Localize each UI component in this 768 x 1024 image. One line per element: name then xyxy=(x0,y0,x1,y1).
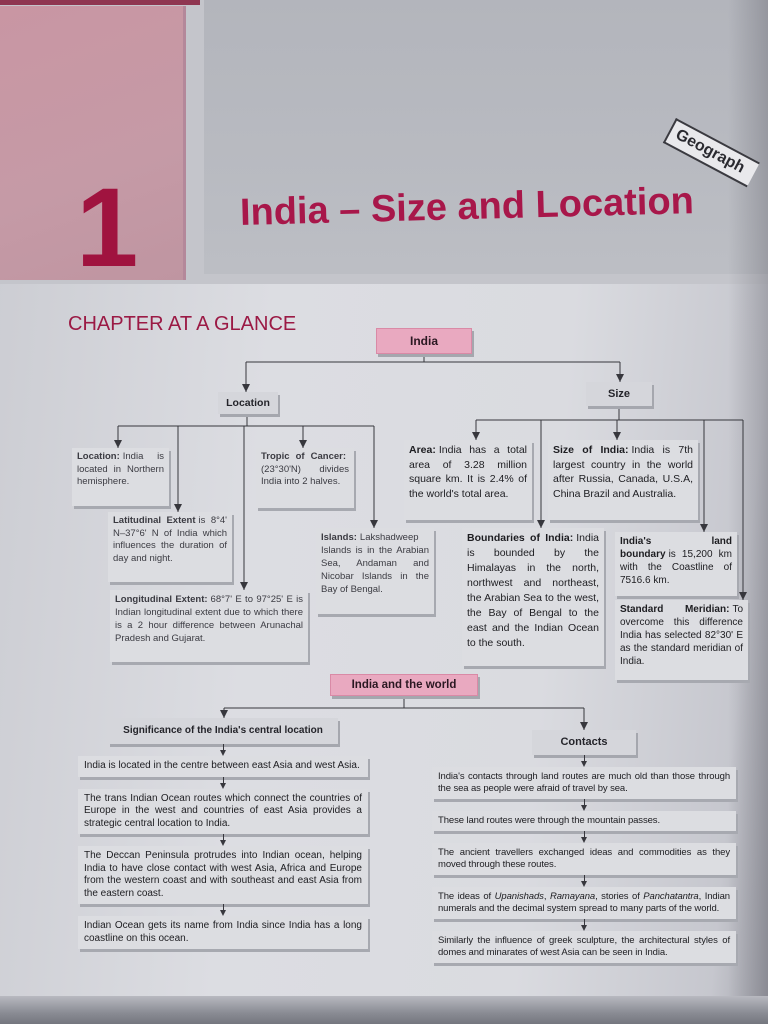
location-hemisphere-box: Location:India is located in Northern he… xyxy=(72,448,169,506)
contacts-node: Contacts xyxy=(532,730,636,755)
page-bottom-edge xyxy=(0,996,768,1024)
box-text: is 15,200 km with the Coastline of 7516.… xyxy=(620,549,732,586)
significance-column: Significance of the India's central loca… xyxy=(78,718,368,949)
contacts-text-part: , Indian numerals and the decimal system… xyxy=(438,891,730,914)
connector-arrow xyxy=(580,755,589,767)
box-text: To overcome this difference India has se… xyxy=(620,604,743,667)
connector-arrow xyxy=(219,834,228,846)
islands-box: Islands:Lakshadweep Islands is in the Ar… xyxy=(316,528,434,614)
box-text: India is 7th largest country in the worl… xyxy=(553,444,693,500)
connector-arrow xyxy=(580,875,589,887)
size-of-india-box: Size of India:India is 7th largest count… xyxy=(548,440,698,520)
significance-item: The Deccan Peninsula protrudes into Indi… xyxy=(78,846,368,904)
contacts-text-part: , stories of xyxy=(595,891,644,902)
area-box: Area:India has a total area of 3.28 mill… xyxy=(404,440,532,520)
box-text: Lakshadweep Islands is in the Arabian Se… xyxy=(321,532,429,595)
box-lead: India's land boundary xyxy=(620,536,732,560)
standard-meridian-box: Standard Meridian:To overcome this diffe… xyxy=(615,600,748,680)
contacts-italic-term: Ramayana xyxy=(549,891,596,902)
contacts-italic-term: Upanishads xyxy=(494,891,544,902)
connector-arrow xyxy=(580,799,589,811)
connector-line xyxy=(224,696,584,709)
significance-item: The trans Indian Ocean routes which conn… xyxy=(78,788,368,834)
significance-item: Indian Ocean gets its name from India si… xyxy=(78,916,368,949)
connector-line xyxy=(118,414,374,427)
connector-arrow xyxy=(219,744,228,756)
box-text: is 8°4' N–37°6' N of India which influen… xyxy=(113,515,227,564)
box-lead: Location: xyxy=(77,451,120,462)
contacts-item: The ideas of Upanishads, Ramayana, stori… xyxy=(432,887,736,919)
contacts-column: Contacts India's contacts through land r… xyxy=(432,730,736,963)
chapter-number-block xyxy=(0,6,186,280)
box-text: India is located in Northern hemisphere. xyxy=(77,451,164,487)
root-node-india: India xyxy=(376,328,472,354)
contacts-item: Similarly the influence of greek sculptu… xyxy=(432,931,736,963)
contacts-item: These land routes were through the mount… xyxy=(432,811,736,831)
india-and-the-world-node: India and the world xyxy=(330,674,478,696)
connector-line xyxy=(246,354,620,363)
location-node: Location xyxy=(218,392,278,414)
contacts-text-part: , xyxy=(543,891,550,902)
box-text: 68°7' E to 97°25' E is Indian longitudin… xyxy=(115,594,303,644)
box-lead: Longitudinal Extent: xyxy=(115,594,208,605)
significance-item: India is located in the centre between e… xyxy=(78,756,368,777)
tropic-of-cancer-box: Tropic of Cancer:(23°30'N) divides India… xyxy=(256,448,354,508)
contacts-item: The ancient travellers exchanged ideas a… xyxy=(432,843,736,875)
chapter-number: 1 xyxy=(76,165,139,290)
box-text: (23°30'N) divides India into 2 halves. xyxy=(261,463,349,488)
contacts-text-part: The ideas of xyxy=(438,891,495,902)
box-lead: Boundaries of India: xyxy=(467,532,574,544)
boundaries-box: Boundaries of India:India is bounded by … xyxy=(462,528,604,666)
section-heading: CHAPTER AT A GLANCE xyxy=(68,313,297,335)
significance-node: Significance of the India's central loca… xyxy=(108,718,338,744)
box-lead: Tropic of Cancer: xyxy=(261,451,346,462)
connector-arrow xyxy=(580,831,589,843)
connector-line xyxy=(476,406,743,421)
box-lead: Size of India: xyxy=(553,444,629,456)
size-node: Size xyxy=(586,382,652,406)
box-lead: Islands: xyxy=(321,532,357,543)
longitudinal-extent-box: Longitudinal Extent:68°7' E to 97°25' E … xyxy=(110,590,308,662)
contacts-item: India's contacts through land routes are… xyxy=(432,767,736,799)
box-lead: Standard Meridian: xyxy=(620,604,730,615)
connector-arrow xyxy=(219,904,228,916)
connector-arrow xyxy=(219,776,228,789)
top-accent-line xyxy=(0,0,200,5)
connector-arrow xyxy=(580,919,589,931)
box-lead: Latitudinal Extent xyxy=(113,515,196,526)
box-text: India is bounded by the Himalayas in the… xyxy=(467,532,599,649)
box-lead: Area: xyxy=(409,444,436,456)
contacts-italic-term: Panchatantra xyxy=(643,891,699,902)
box-text: India has a total area of 3.28 million s… xyxy=(409,444,527,500)
